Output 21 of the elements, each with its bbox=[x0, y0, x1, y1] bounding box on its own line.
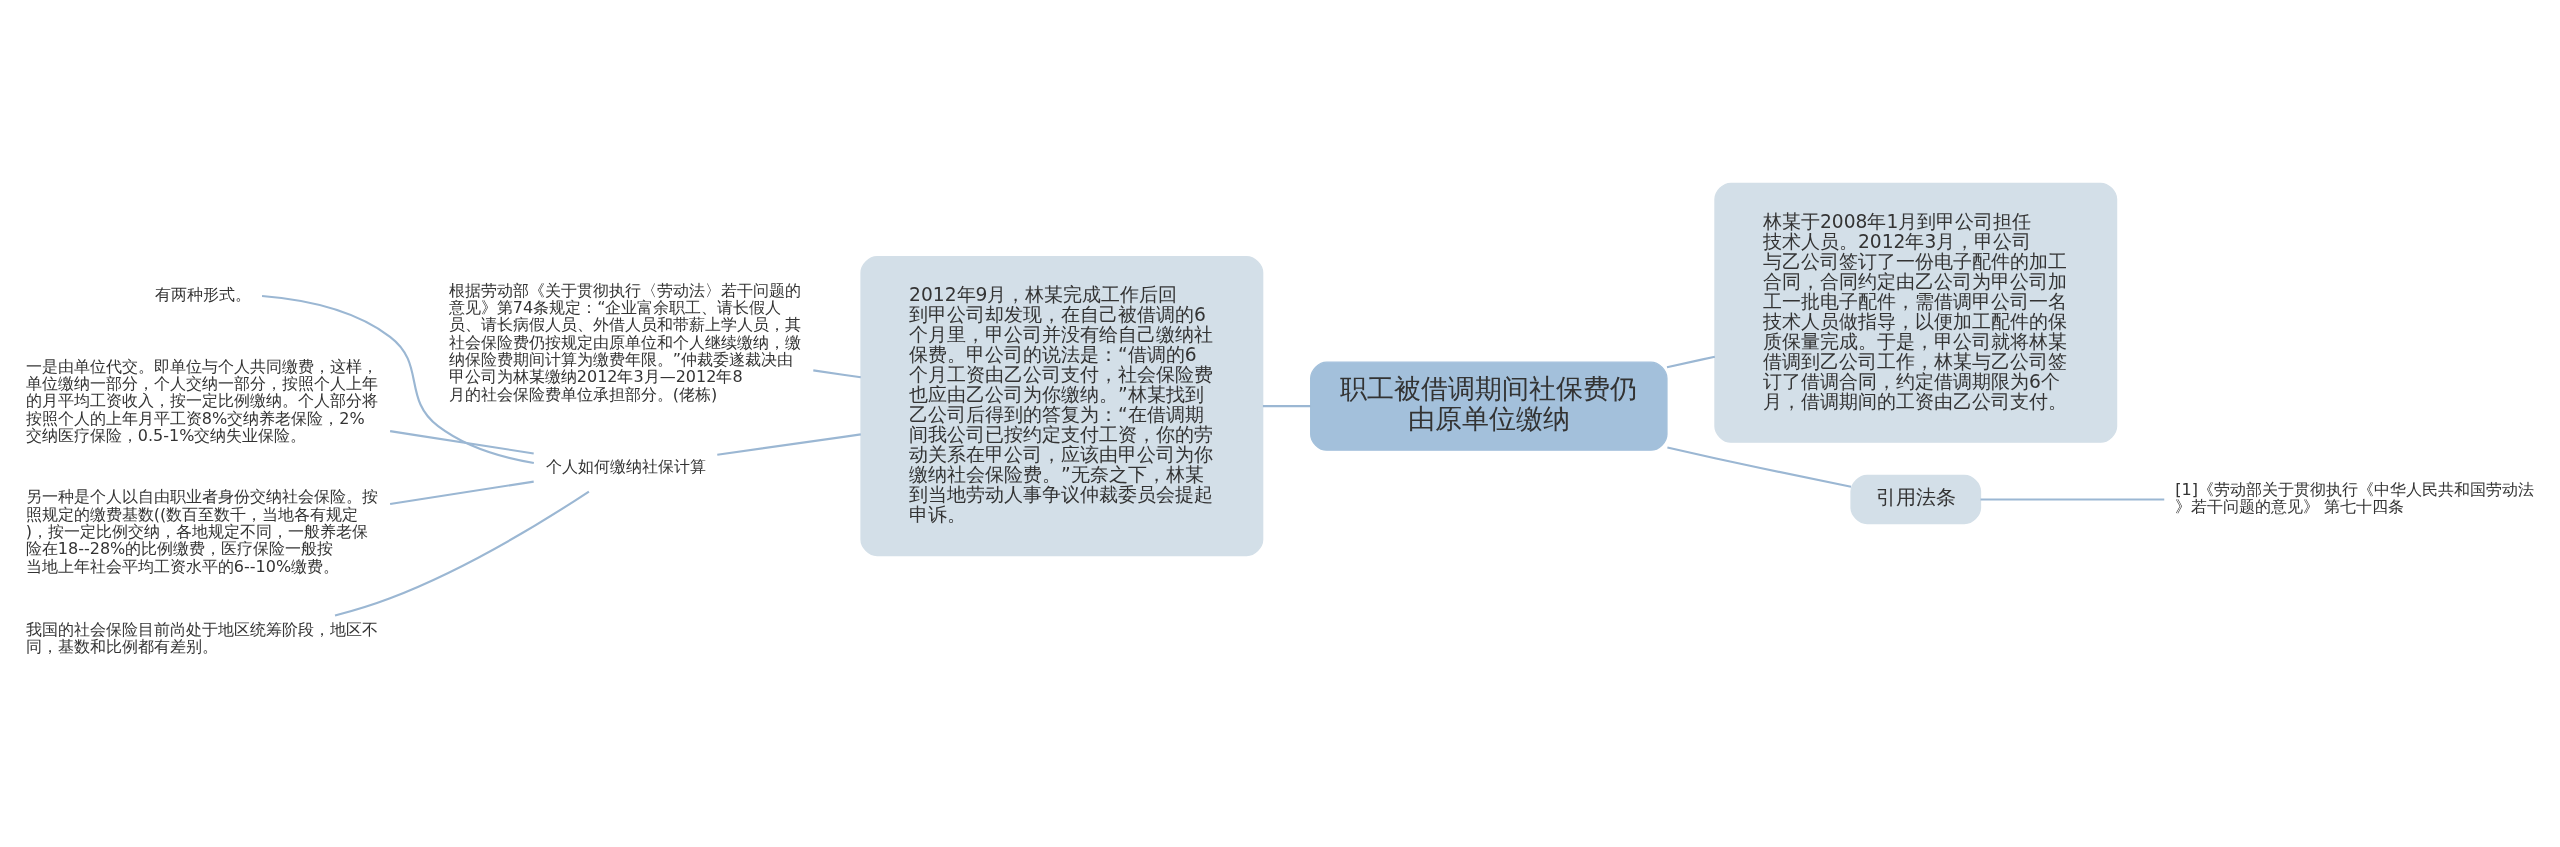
connector bbox=[1667, 446, 1852, 488]
node-box: 职工被借调期间社保费仍由原单位缴纳 bbox=[1310, 361, 1668, 451]
node-text: 另一种是个人以自由职业者身份交纳社会保险。按照规定的缴费基数((数百至数千，当地各有规定)，按一定比例交纳，各地规定不同，一般养老保险在18--28%的比例缴费，医疗保险一般按当地上年社会平均工资水平的6--10%缴费。 bbox=[25, 487, 378, 576]
connector bbox=[1666, 355, 1716, 369]
node-text: 个人如何缴纳社保计算 bbox=[545, 456, 706, 476]
node-text: [1]《劳动部关于贯彻执行《中华人民共和国劳动法》若干问题的意见》 第七十四条 bbox=[2175, 480, 2534, 517]
node-text: 一是由单位代交。即单位与个人共同缴费，这样，单位缴纳一部分，个人交纳一部分，按照个人上年的月平均工资收入，按一定比例缴纳。个人部分将按照个人的上年月平工资8%交纳养老保险，2%交纳医疗保险，0.5-1%交纳失业保险。 bbox=[25, 356, 378, 445]
node-box: 2012年9月，林某完成工作后回到甲公司却发现，在自己被借调的6个月里，甲公司并没有给自己缴纳社保费。甲公司的说法是：“借调的6个月工资由乙公司支付，社会保险费也应由乙公司为你缴纳。”林某找到乙公司后得到的答复为：“在借调期间我公司已按约定支付工资，你的劳动关系在甲公司，应该由甲公司为你缴纳社会保险费。”无奈之下，林某到当地劳动人事争议仲裁委员会提起申诉。 bbox=[860, 256, 1264, 557]
node-text: 我国的社会保险目前尚处于地区统筹阶段，地区不同，基数和比例都有差别。 bbox=[25, 620, 378, 657]
connector bbox=[334, 490, 590, 617]
connector bbox=[813, 369, 861, 379]
connector bbox=[717, 433, 861, 456]
connector bbox=[1980, 498, 2165, 501]
connector bbox=[389, 480, 534, 505]
node-box: 引用法条 bbox=[1850, 474, 1982, 525]
node-text: 根据劳动部《关于贯彻执行〈劳动法〉若干问题的意见》第74条规定：“企业富余职工、请长假人员、请长病假人员、外借人员和带薪上学人员，其社会保险费仍按规定由原单位和个人继续缴纳，缴纳保险费期间计算为缴费年限。”仲裁委遂裁决由甲公司为林某缴纳2012年3月—2012年8月的社会保险费单位承担部分。(佬栋) bbox=[448, 280, 801, 404]
node-box: 林某于2008年1月到甲公司担任技术人员。2012年3月，甲公司与乙公司签订了一份电子配件的加工合同，合同约定由乙公司为甲公司加工一批电子配件，需借调甲公司一名技术人员做指导，以便加工配件的保质保量完成。于是，甲公司就将林某借调到乙公司工作，林某与乙公司签订了借调合同，约定借调期限为6个月，借调期间的工资由乙公司支付。 bbox=[1714, 182, 2118, 443]
connector bbox=[261, 294, 535, 465]
connector bbox=[1262, 405, 1311, 408]
connector bbox=[389, 430, 534, 455]
node-text: 有两种形式。 bbox=[154, 284, 251, 304]
